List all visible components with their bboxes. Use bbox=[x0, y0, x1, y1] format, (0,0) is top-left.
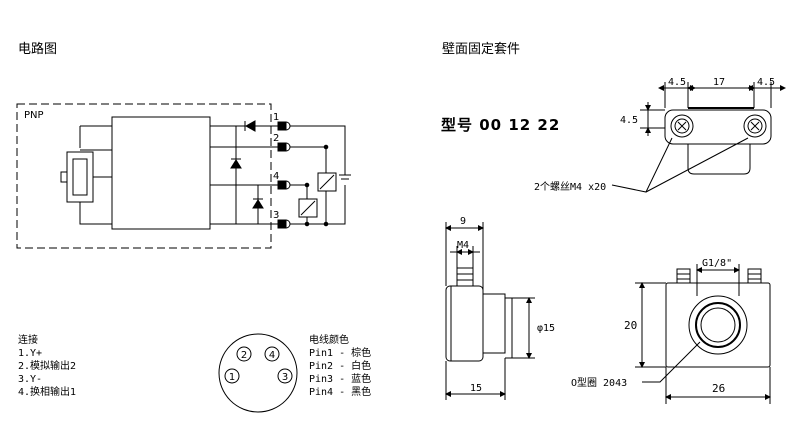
dim-side: 4.5 bbox=[620, 115, 638, 126]
pin-number-label: 2 bbox=[273, 133, 279, 144]
oring-note: O型圈 2043 bbox=[571, 376, 627, 389]
connector-pin-label: 1 bbox=[229, 372, 235, 383]
connections-title: 连接 bbox=[18, 335, 38, 346]
wire-color-item: Pin4 - 黑色 bbox=[309, 387, 372, 398]
connector-pin-label: 3 bbox=[282, 372, 288, 383]
dim-width-26: 26 bbox=[712, 382, 725, 395]
mount-side-view bbox=[445, 222, 535, 400]
side-body bbox=[445, 285, 484, 362]
model-label: 型号 00 12 22 bbox=[441, 116, 561, 134]
circuit-heading: 电路图 bbox=[18, 42, 58, 57]
connection-item: 2.模拟输出2 bbox=[18, 361, 77, 372]
sensor-housing-outline bbox=[16, 103, 272, 249]
dim-thread-g: G1/8" bbox=[702, 258, 732, 269]
connection-item: 1.Y+ bbox=[18, 348, 43, 359]
ic-block bbox=[111, 116, 211, 230]
connection-item: 4.换相输出1 bbox=[18, 387, 77, 398]
front-body bbox=[665, 282, 771, 368]
screw-note: 2个螺丝M4 x20 bbox=[534, 181, 606, 193]
mount-plate bbox=[664, 109, 772, 145]
circuit-diagram bbox=[16, 103, 351, 249]
dim-top-mid: 17 bbox=[713, 77, 725, 88]
dim-top-left: 4.5 bbox=[668, 77, 686, 88]
dim-width-9: 9 bbox=[460, 216, 466, 227]
wire-color-item: Pin1 - 棕色 bbox=[309, 348, 372, 359]
connector-pins bbox=[277, 121, 291, 229]
circuit-type-label: PNP bbox=[24, 110, 44, 121]
connection-item: 3.Y- bbox=[18, 374, 43, 385]
dim-thread-m4: M4 bbox=[457, 240, 469, 251]
dim-top-right: 4.5 bbox=[757, 77, 775, 88]
mount-front-view bbox=[635, 264, 771, 404]
dim-height-20: 20 bbox=[624, 319, 637, 332]
connector-face bbox=[218, 333, 298, 413]
wire-color-item: Pin2 - 白色 bbox=[309, 361, 372, 372]
connector-pin-label: 2 bbox=[241, 350, 247, 361]
wall-mount-heading: 壁面固定套件 bbox=[442, 42, 521, 57]
mount-top-view bbox=[611, 82, 786, 193]
pin-number-label: 1 bbox=[273, 112, 279, 123]
wire-colors-title: 电线颜色 bbox=[309, 335, 349, 346]
pin-number-label: 3 bbox=[273, 210, 279, 221]
pin-number-label: 4 bbox=[273, 171, 279, 182]
wire-color-item: Pin3 - 蓝色 bbox=[309, 374, 372, 385]
relay-coil-2 bbox=[298, 198, 318, 218]
connector-pin-label: 4 bbox=[269, 350, 275, 361]
dim-depth-15: 15 bbox=[470, 383, 482, 394]
relay-coil-1 bbox=[317, 172, 337, 192]
dim-diameter: φ15 bbox=[537, 323, 555, 334]
